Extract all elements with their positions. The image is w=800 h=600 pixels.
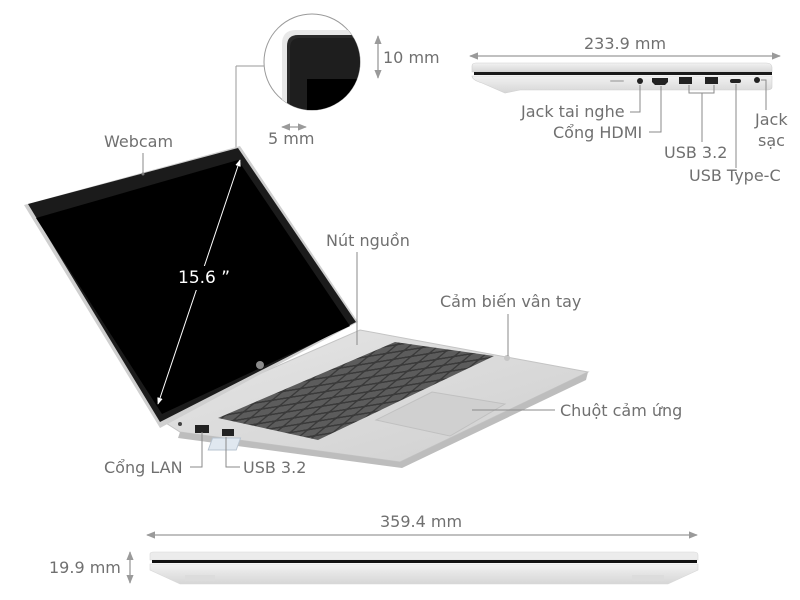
top-bezel-dimension: 10 mm — [383, 48, 440, 67]
hdmi-port — [652, 78, 668, 85]
depth-dimension: 233.9 mm — [584, 34, 667, 53]
side-bezel-dimension: 5 mm — [268, 129, 315, 148]
charging-jack-label-line1: Jack — [755, 110, 788, 129]
lan-port-label: Cổng LAN — [104, 458, 183, 477]
usb-c-port — [730, 79, 741, 83]
usb-port-1 — [679, 77, 692, 84]
fingerprint-label: Cảm biến vân tay — [440, 292, 582, 311]
usb-c-label: USB Type-C — [689, 166, 781, 185]
lock-slot — [178, 422, 182, 426]
width-dimension: 359.4 mm — [380, 512, 463, 531]
charging-jack — [754, 77, 760, 83]
touchpad — [374, 391, 507, 437]
usb-left-port — [222, 429, 234, 436]
touchpad-label: Chuột cảm ứng — [560, 401, 683, 420]
laptop-main-view — [24, 146, 590, 468]
headphone-jack — [637, 78, 643, 84]
bezel-zoom-inset — [235, 13, 382, 150]
keyboard — [218, 342, 494, 440]
power-button-label: Nút nguồn — [326, 231, 410, 250]
usb-side-label: USB 3.2 — [664, 143, 728, 162]
sticker — [207, 437, 242, 451]
lan-port — [195, 425, 209, 433]
hdmi-label: Cổng HDMI — [553, 123, 643, 142]
headphone-jack-label: Jack tai nghe — [521, 102, 625, 121]
webcam-label: Webcam — [104, 132, 174, 151]
charging-jack-label-line2: sạc — [758, 131, 785, 150]
thickness-dimension: 19.9 mm — [49, 558, 121, 577]
usb-port-2 — [705, 77, 718, 84]
laptop-side-view — [469, 52, 781, 168]
hp-logo-icon — [256, 361, 264, 369]
screen-size-label: 15.6 ” — [178, 268, 231, 288]
fingerprint-sensor — [504, 355, 510, 361]
usb-left-label: USB 3.2 — [243, 458, 307, 477]
laptop-front-view — [126, 531, 699, 585]
